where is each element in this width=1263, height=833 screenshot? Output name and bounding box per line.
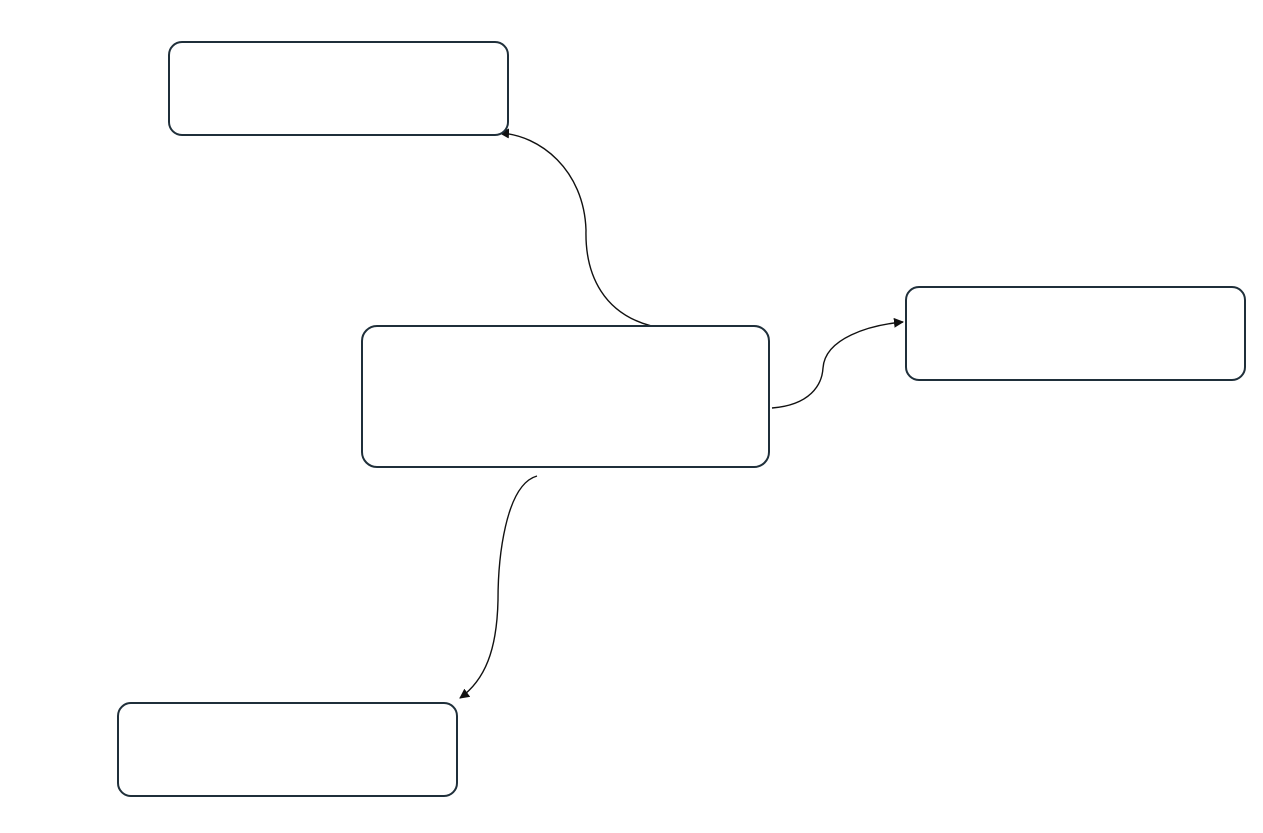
edge-center-to-right bbox=[771, 317, 904, 409]
edge-center-to-top-left bbox=[499, 128, 668, 330]
node-top-left[interactable] bbox=[168, 41, 509, 136]
node-center[interactable] bbox=[361, 325, 770, 468]
node-bottom-left[interactable] bbox=[117, 702, 458, 797]
node-right[interactable] bbox=[905, 286, 1246, 381]
edge-center-to-bottom-left bbox=[459, 475, 538, 699]
